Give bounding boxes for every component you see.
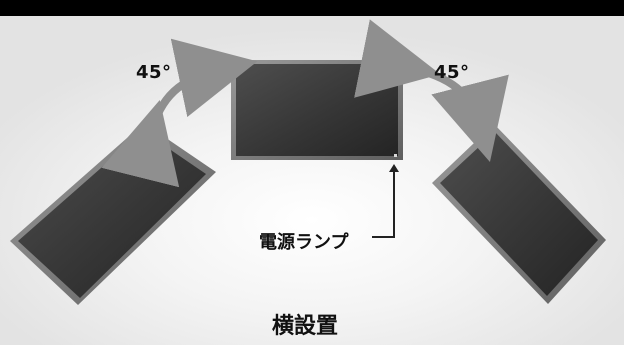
right-tilted-display bbox=[432, 124, 606, 304]
left-rotation-arrow-icon bbox=[101, 38, 258, 188]
power-lamp-label: 電源ランプ bbox=[259, 232, 349, 253]
right-display-screen bbox=[440, 132, 598, 296]
orientation-title: 横設置 bbox=[272, 314, 339, 339]
center-display bbox=[231, 60, 403, 160]
power-lamp-callout-arrow-icon bbox=[389, 164, 399, 172]
top-bar bbox=[0, 0, 624, 16]
angle-label-left: 45° bbox=[136, 62, 172, 83]
center-display-screen bbox=[236, 64, 398, 156]
power-lamp-callout-line bbox=[372, 171, 395, 238]
angle-label-right: 45° bbox=[434, 62, 470, 83]
power-lamp-indicator bbox=[394, 154, 397, 157]
right-rotation-arrow-icon bbox=[354, 19, 509, 162]
